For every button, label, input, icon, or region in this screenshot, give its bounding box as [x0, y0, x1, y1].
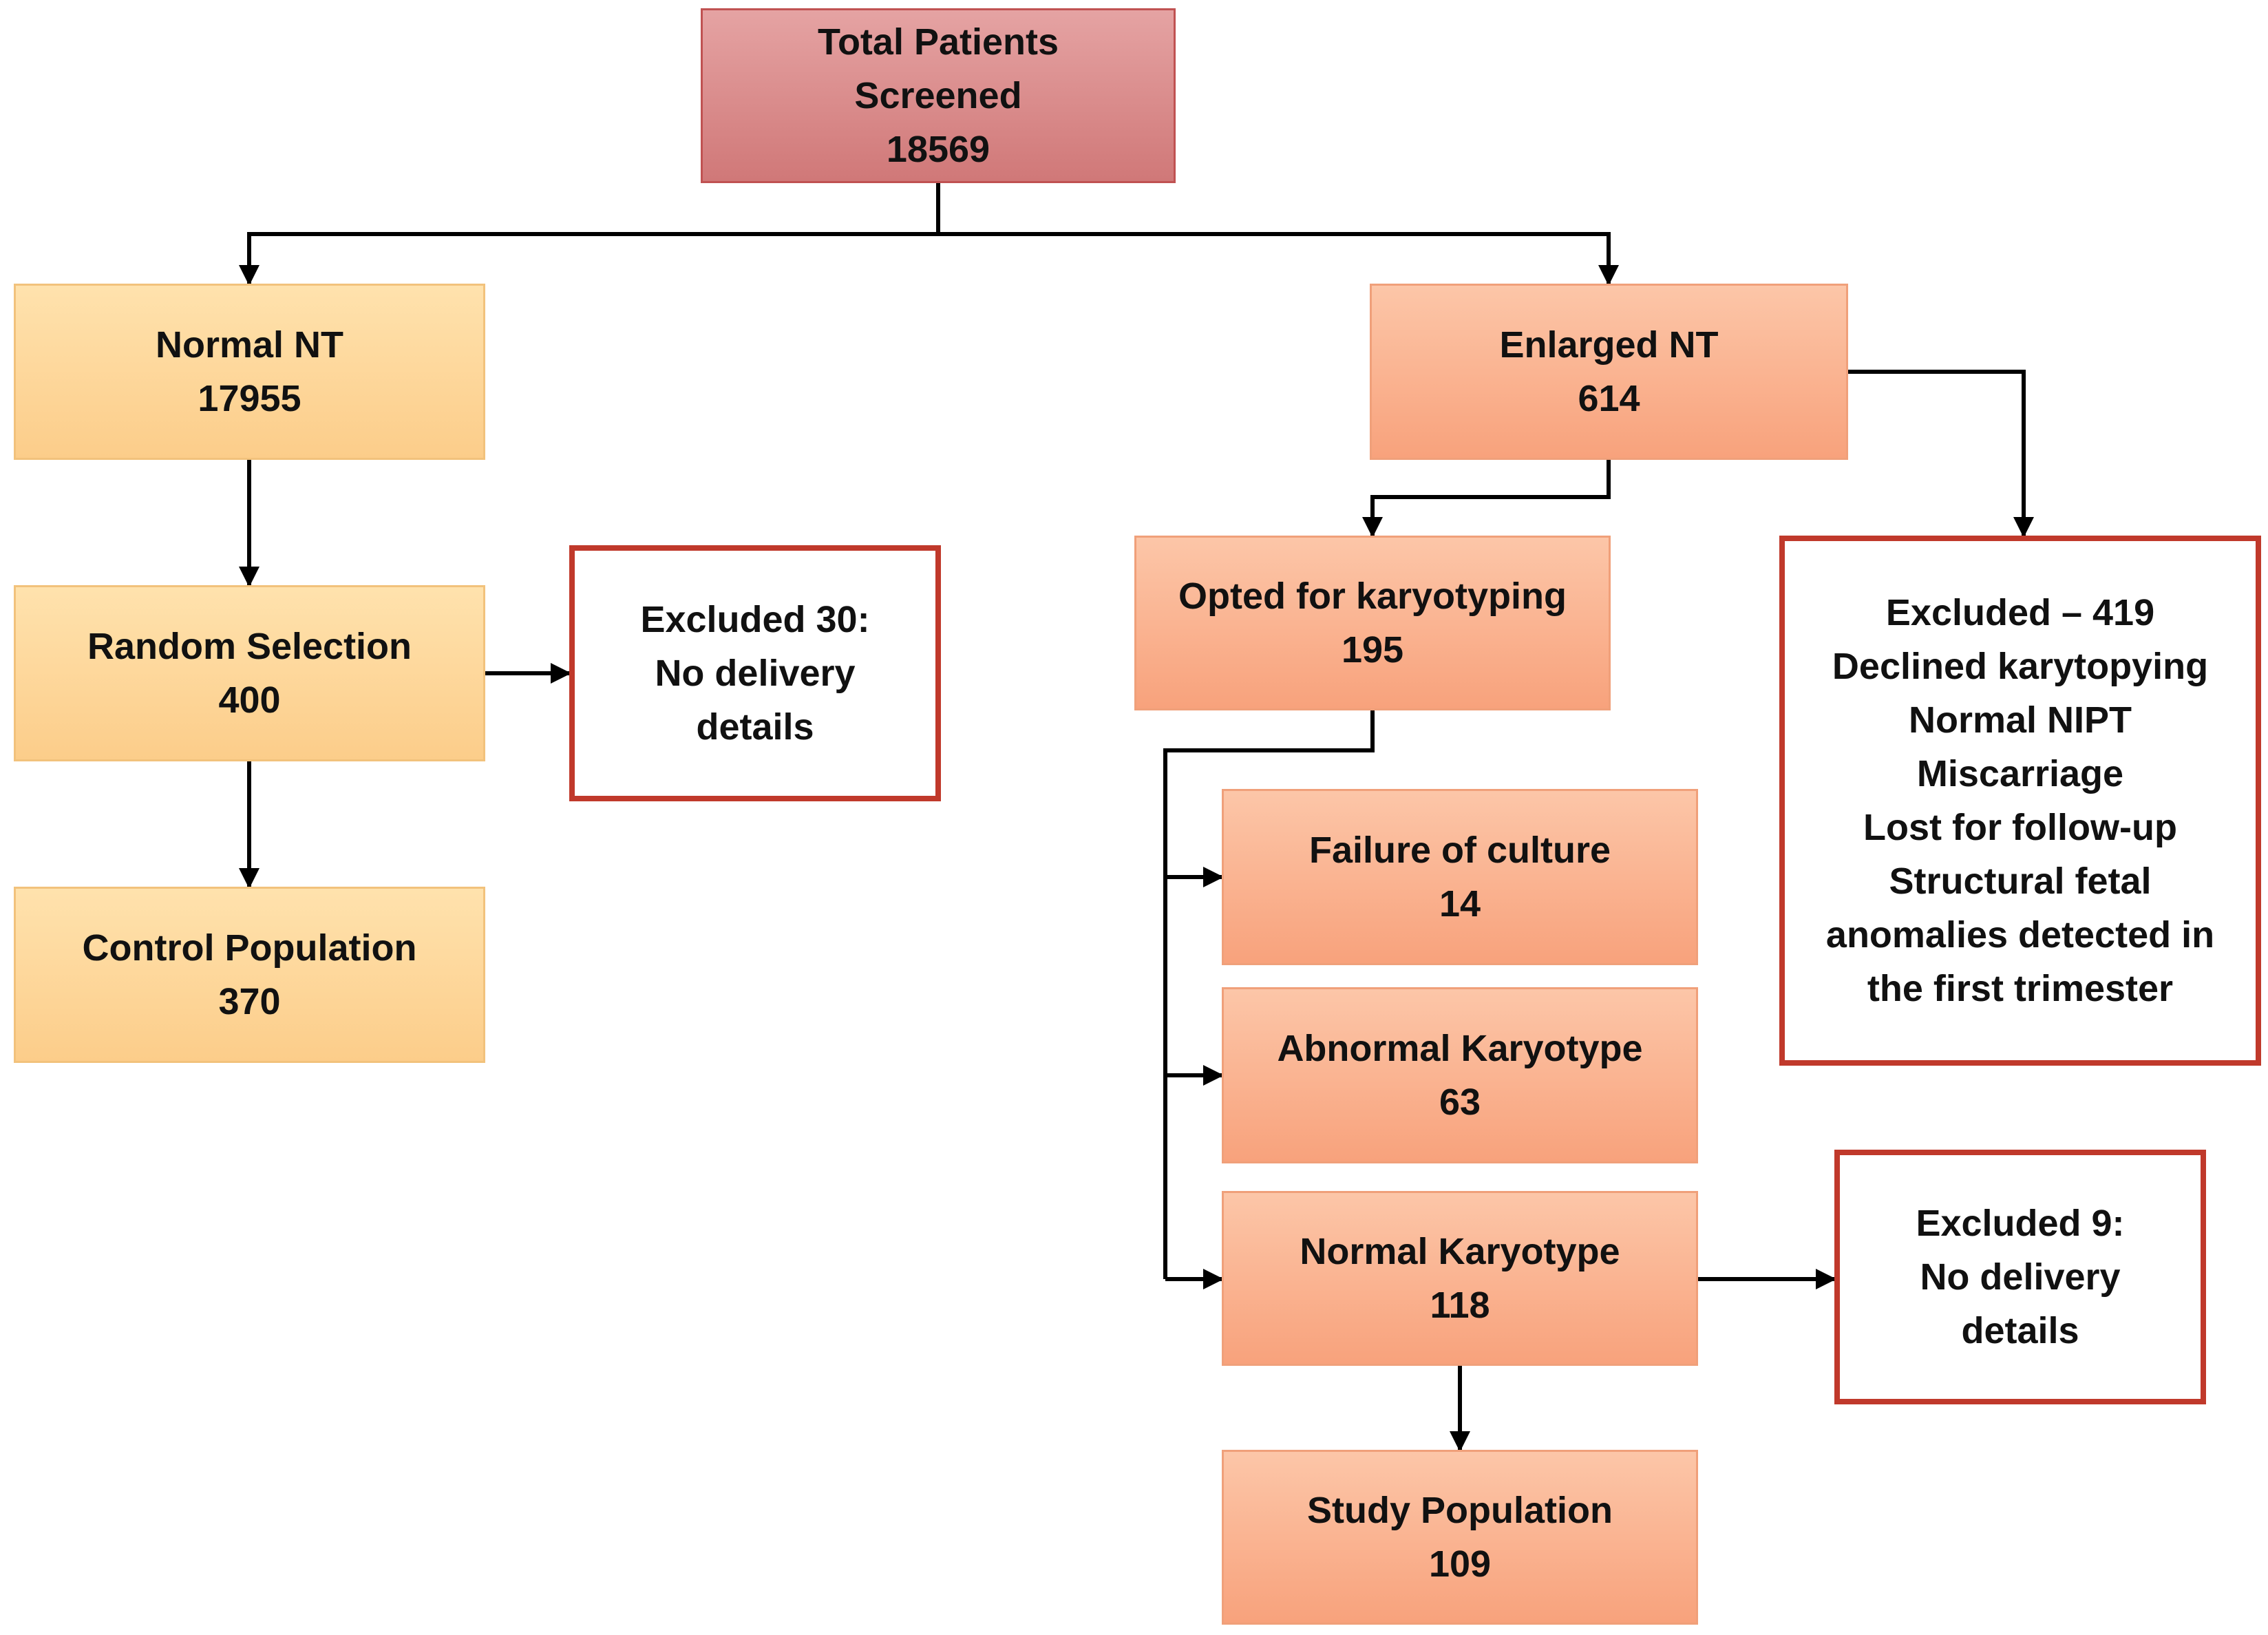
- normal-karyotype-count: 118: [1430, 1285, 1490, 1326]
- random-selection-box: Random Selection 400: [14, 585, 485, 761]
- normal-karyotype-label: Normal Karyotype: [1300, 1231, 1620, 1272]
- total-patients-line-1: Total Patients: [817, 21, 1059, 63]
- excluded-9-box: Excluded 9: No delivery details: [1834, 1150, 2206, 1404]
- failure-culture-label: Failure of culture: [1308, 830, 1611, 871]
- excluded-30-line-1: Excluded 30:: [640, 599, 870, 640]
- total-patients-count: 18569: [886, 129, 990, 170]
- excluded-9-line-1: Excluded 9:: [1916, 1203, 2125, 1244]
- enlarged-nt-count: 614: [1578, 378, 1640, 419]
- opted-karyotyping-box: Opted for karyotyping 195: [1134, 536, 1611, 710]
- study-population-label: Study Population: [1307, 1490, 1613, 1531]
- excluded-9-line-2: No delivery: [1920, 1256, 2121, 1298]
- normal-nt-count: 17955: [198, 378, 301, 419]
- excluded-9-line-3: details: [1961, 1310, 2079, 1351]
- excluded-419-line-4: Miscarriage: [1916, 753, 2124, 794]
- abnormal-karyotype-label: Abnormal Karyotype: [1277, 1028, 1643, 1069]
- enlarged-nt-box: Enlarged NT 614: [1370, 284, 1848, 460]
- excluded-419-line-3: Normal NIPT: [1908, 699, 2132, 741]
- normal-nt-label: Normal NT: [155, 324, 344, 366]
- total-patients-line-2: Screened: [854, 75, 1022, 116]
- excluded-419-line-8: the first trimester: [1867, 968, 2174, 1009]
- excluded-419-line-2: Declined karytopying: [1832, 646, 2209, 687]
- normal-karyotype-box: Normal Karyotype 118: [1222, 1191, 1698, 1366]
- excluded-419-line-1: Excluded – 419: [1885, 592, 2155, 633]
- random-selection-label: Random Selection: [87, 626, 412, 667]
- connector-enlarged-nt-to-excluded-419: [1848, 370, 2034, 538]
- connector-root-to-normal-nt: [239, 232, 938, 286]
- opted-karyotyping-label: Opted for karyotyping: [1178, 576, 1567, 617]
- abnormal-karyotype-count: 63: [1439, 1082, 1481, 1123]
- excluded-419-line-5: Lost for follow-up: [1863, 807, 2177, 848]
- connector-root-to-enlarged-nt: [938, 232, 1619, 286]
- failure-culture-count: 14: [1439, 883, 1481, 925]
- study-population-box: Study Population 109: [1222, 1450, 1698, 1625]
- control-population-count: 370: [218, 981, 281, 1022]
- control-population-box: Control Population 370: [14, 887, 485, 1063]
- excluded-419-box: Excluded – 419 Declined karytopying Norm…: [1779, 536, 2261, 1066]
- normal-nt-box: Normal NT 17955: [14, 284, 485, 460]
- study-population-count: 109: [1428, 1543, 1492, 1585]
- excluded-30-line-3: details: [696, 706, 814, 748]
- excluded-30-box: Excluded 30: No delivery details: [569, 545, 941, 801]
- control-population-label: Control Population: [82, 927, 417, 969]
- excluded-419-line-6: Structural fetal: [1889, 861, 2152, 902]
- connector-opted-bracket: [1163, 710, 1375, 1279]
- abnormal-karyotype-box: Abnormal Karyotype 63: [1222, 987, 1698, 1163]
- total-patients-box: Total Patients Screened 18569: [701, 8, 1176, 183]
- enlarged-nt-label: Enlarged NT: [1499, 324, 1719, 366]
- random-selection-count: 400: [218, 679, 281, 721]
- opted-karyotyping-count: 195: [1341, 629, 1404, 671]
- excluded-419-line-7: anomalies detected in: [1825, 914, 2215, 956]
- connector-enlarged-nt-to-opted: [1362, 460, 1611, 538]
- excluded-30-line-2: No delivery: [655, 653, 856, 694]
- failure-culture-box: Failure of culture 14: [1222, 789, 1698, 965]
